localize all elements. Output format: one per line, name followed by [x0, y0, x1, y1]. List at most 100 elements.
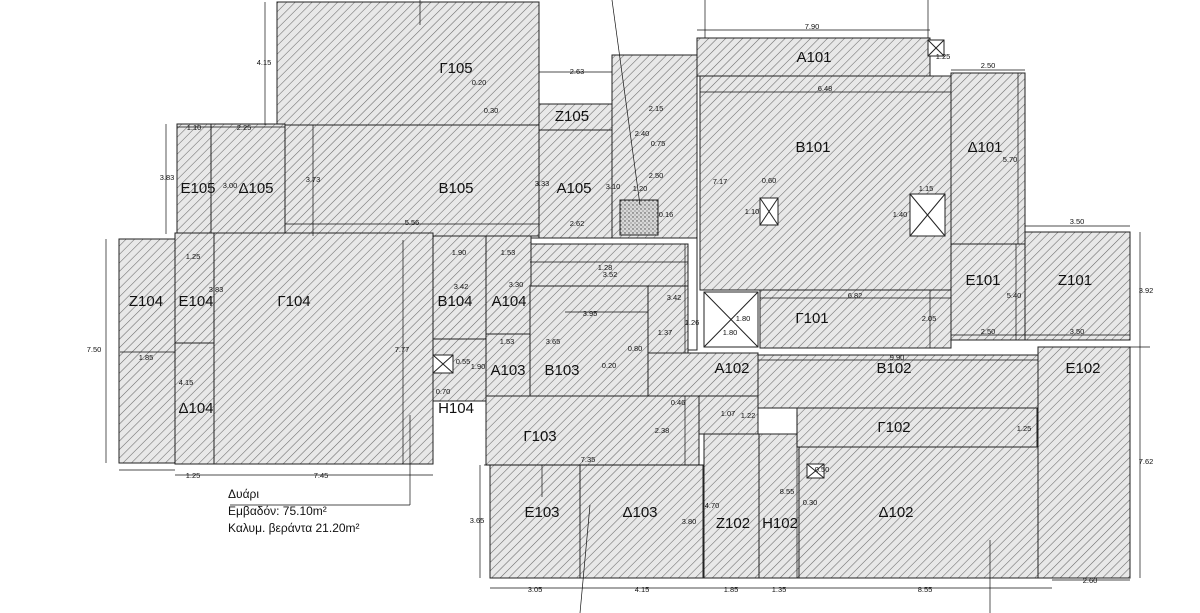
block-z101 [1024, 231, 1131, 341]
dim-label: 5.40 [1007, 291, 1022, 300]
dim-label: 3.10 [606, 182, 621, 191]
dim-label: 3.33 [535, 179, 550, 188]
dim-label: 8.55 [780, 487, 795, 496]
dim-label: 1.25 [186, 252, 201, 261]
label-z101: Z101 [1058, 272, 1092, 289]
dim-label: 3.73 [306, 175, 321, 184]
dim-label: 3.50 [1070, 217, 1085, 226]
dim-label: 3.95 [583, 309, 598, 318]
dim-label: 2.50 [981, 61, 996, 70]
dim-label: 1.22 [741, 411, 756, 420]
dim-label: 3.83 [209, 285, 224, 294]
label-g104: Γ104 [277, 293, 310, 310]
dim-label: 1.53 [500, 337, 515, 346]
label-b104: Β104 [437, 293, 472, 310]
dim-label: 8.55 [918, 585, 933, 594]
dim-label: 1.25 [186, 471, 201, 480]
label-g101: Γ101 [795, 310, 828, 327]
dim-label: 2.50 [981, 327, 996, 336]
label-d102: Δ102 [878, 504, 913, 521]
dim-label: 1.80 [723, 328, 738, 337]
block-g103 [485, 395, 700, 466]
note-area: Εμβαδόν: 75.10m² [228, 504, 327, 518]
block-g105 [276, 1, 540, 126]
block-b101 [699, 75, 952, 291]
dim-label: 0.46 [671, 398, 686, 407]
room-labels: Γ105 Z105 Ε105 Δ105 Β105 Α105 Z104 Ε104 … [129, 49, 1101, 532]
label-h102: Η102 [762, 515, 798, 532]
dim-label: 4.15 [179, 378, 194, 387]
dim-label: 1.15 [919, 184, 934, 193]
dim-label: 3.65 [470, 516, 485, 525]
shaft-speckle [619, 199, 659, 236]
dim-label: 0.80 [628, 344, 643, 353]
dim-label: 2.60 [1083, 576, 1098, 585]
dim-label: 4.15 [257, 58, 272, 67]
block-e103 [489, 464, 581, 579]
dim-label: 0.20 [472, 78, 487, 87]
label-d104: Δ104 [178, 400, 213, 417]
label-d103: Δ103 [622, 504, 657, 521]
dim-label: 6.48 [818, 84, 833, 93]
dim-label: 1.37 [658, 328, 673, 337]
dim-label: 1.85 [724, 585, 739, 594]
dim-label: 1.85 [139, 353, 154, 362]
shafts [432, 39, 946, 479]
dim-label: 2.25 [237, 123, 252, 132]
dim-label: 3.83 [160, 173, 175, 182]
block-e105 [176, 123, 212, 235]
label-z104: Z104 [129, 293, 163, 310]
dim-label: 0.50 [815, 465, 830, 474]
dim-label: 1.25 [936, 52, 951, 61]
dim-label: 1.53 [501, 248, 516, 257]
dim-label: 3.52 [603, 270, 618, 279]
dim-label: 1.40 [893, 210, 908, 219]
label-b103: Β103 [544, 362, 579, 379]
dim-label: 4.70 [705, 501, 720, 510]
dim-label: 1.25 [1017, 424, 1032, 433]
corridor [530, 237, 698, 351]
block-small-1 [698, 395, 759, 435]
label-e101: Ε101 [965, 272, 1000, 289]
dim-label: 3.42 [454, 282, 469, 291]
block-b103 [529, 285, 649, 397]
label-g103: Γ103 [523, 428, 556, 445]
label-g102: Γ102 [877, 419, 910, 436]
block-z105 [538, 103, 613, 131]
dim-label: 0.30 [803, 498, 818, 507]
dim-label: 0.30 [484, 106, 499, 115]
label-d105: Δ105 [238, 180, 273, 197]
dim-label: 2.38 [655, 426, 670, 435]
label-a102: Α102 [714, 360, 749, 377]
block-g104 [213, 232, 434, 465]
dim-label: 9.90 [890, 353, 905, 362]
label-b105: Β105 [438, 180, 473, 197]
dim-label: 3.92 [1139, 286, 1154, 295]
label-b101: Β101 [795, 139, 830, 156]
label-g105: Γ105 [439, 60, 472, 77]
dim-label: 2.15 [649, 104, 664, 113]
label-a105: Α105 [556, 180, 591, 197]
dim-label: 5.56 [405, 218, 420, 227]
dim-label: 3.42 [667, 293, 682, 302]
dim-label: 0.75 [651, 139, 666, 148]
label-z105: Z105 [555, 108, 589, 125]
block-z104 [118, 238, 176, 464]
dimension-lines [105, 0, 1150, 613]
dim-label: 5.70 [1003, 155, 1018, 164]
block-g101 [759, 289, 952, 349]
note-title: Δυάρι [228, 487, 260, 501]
dim-label: 3.05 [528, 585, 543, 594]
block-g102 [796, 407, 1038, 448]
dim-label: 0.20 [602, 361, 617, 370]
dim-label: 0.60 [762, 176, 777, 185]
dim-label: 3.00 [223, 181, 238, 190]
room-blocks [118, 1, 1131, 579]
dim-label: 0.70 [436, 387, 451, 396]
block-d105 [210, 123, 286, 235]
dim-label: 3.80 [682, 517, 697, 526]
dim-label: 4.15 [635, 585, 650, 594]
dim-label: 1.10 [187, 123, 202, 132]
label-e103: Ε103 [524, 504, 559, 521]
label-e102: Ε102 [1065, 360, 1100, 377]
